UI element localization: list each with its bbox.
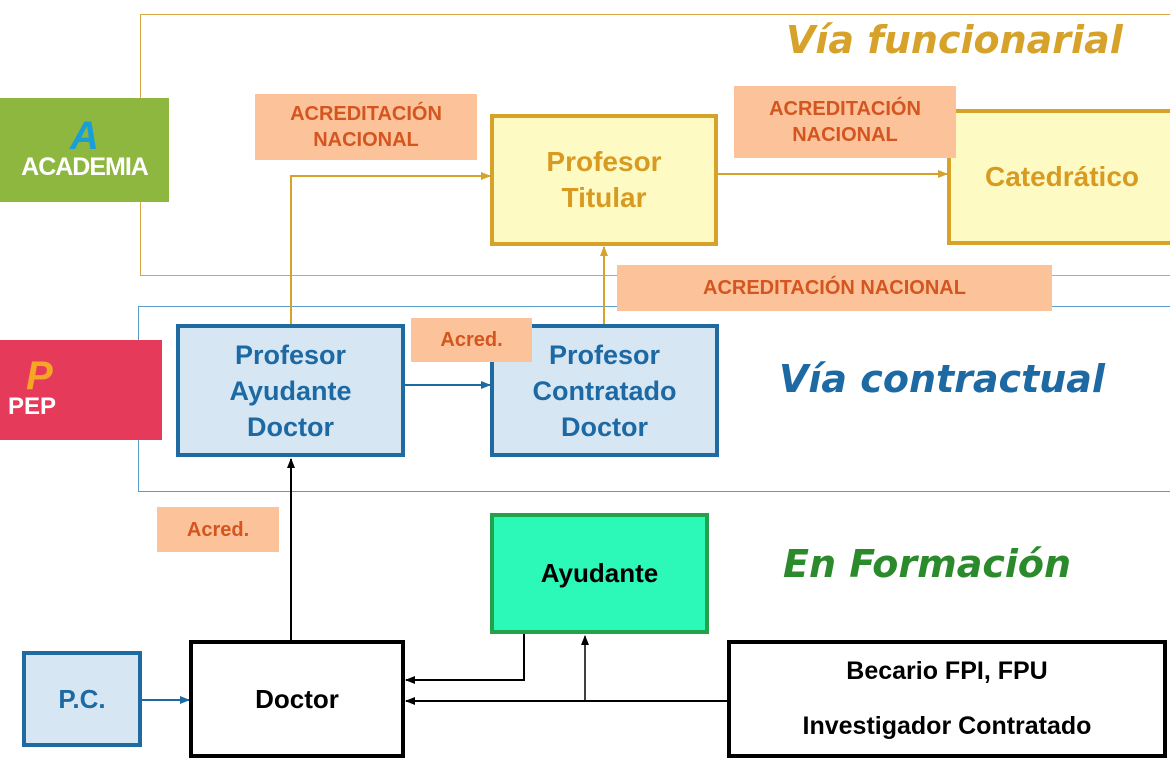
acreditacion-nacional-label-2: ACREDITACIÓN NACIONAL bbox=[734, 86, 956, 158]
profesor-ayudante-doctor-node: Profesor Ayudante Doctor bbox=[176, 324, 405, 457]
arrow-ayudante-to-doctor bbox=[405, 634, 525, 684]
acreditacion-nacional-label-1: ACREDITACIÓN NACIONAL bbox=[255, 94, 477, 160]
profesor-contratado-doctor-node: Profesor Contratado Doctor bbox=[490, 324, 719, 457]
doctor-node: Doctor bbox=[189, 640, 405, 758]
academia-a-icon: A bbox=[70, 114, 99, 158]
arrow-ayudante-doctor-to-titular bbox=[290, 172, 491, 326]
via-funcionarial-title: Vía funcionarial bbox=[786, 18, 1123, 62]
academia-logo-text: ACADEMIA bbox=[21, 153, 149, 181]
ayudante-node: Ayudante bbox=[490, 513, 709, 634]
pep-p-icon: P bbox=[26, 354, 53, 398]
acred-label-contractual: Acred. bbox=[411, 318, 532, 362]
via-contractual-title: Vía contractual bbox=[779, 357, 1105, 401]
profesor-titular-node: Profesor Titular bbox=[490, 114, 718, 246]
pc-node: P.C. bbox=[22, 651, 142, 747]
pep-logo-text: PEP bbox=[8, 393, 57, 420]
pep-logo: P PEP bbox=[0, 340, 162, 440]
catedratico-node: Catedrático bbox=[947, 109, 1170, 245]
becario-fpi-fpu-text: Becario FPI, FPU bbox=[846, 657, 1048, 685]
academia-logo: A ACADEMIA bbox=[0, 98, 169, 202]
en-formacion-title: En Formación bbox=[783, 542, 1072, 586]
investigador-contratado-text: Investigador Contratado bbox=[802, 712, 1092, 740]
becario-investigador-node: Becario FPI, FPU Investigador Contratado bbox=[727, 640, 1167, 758]
acreditacion-nacional-label-3: ACREDITACIÓN NACIONAL bbox=[617, 265, 1052, 311]
acred-label-formacion: Acred. bbox=[157, 507, 279, 552]
